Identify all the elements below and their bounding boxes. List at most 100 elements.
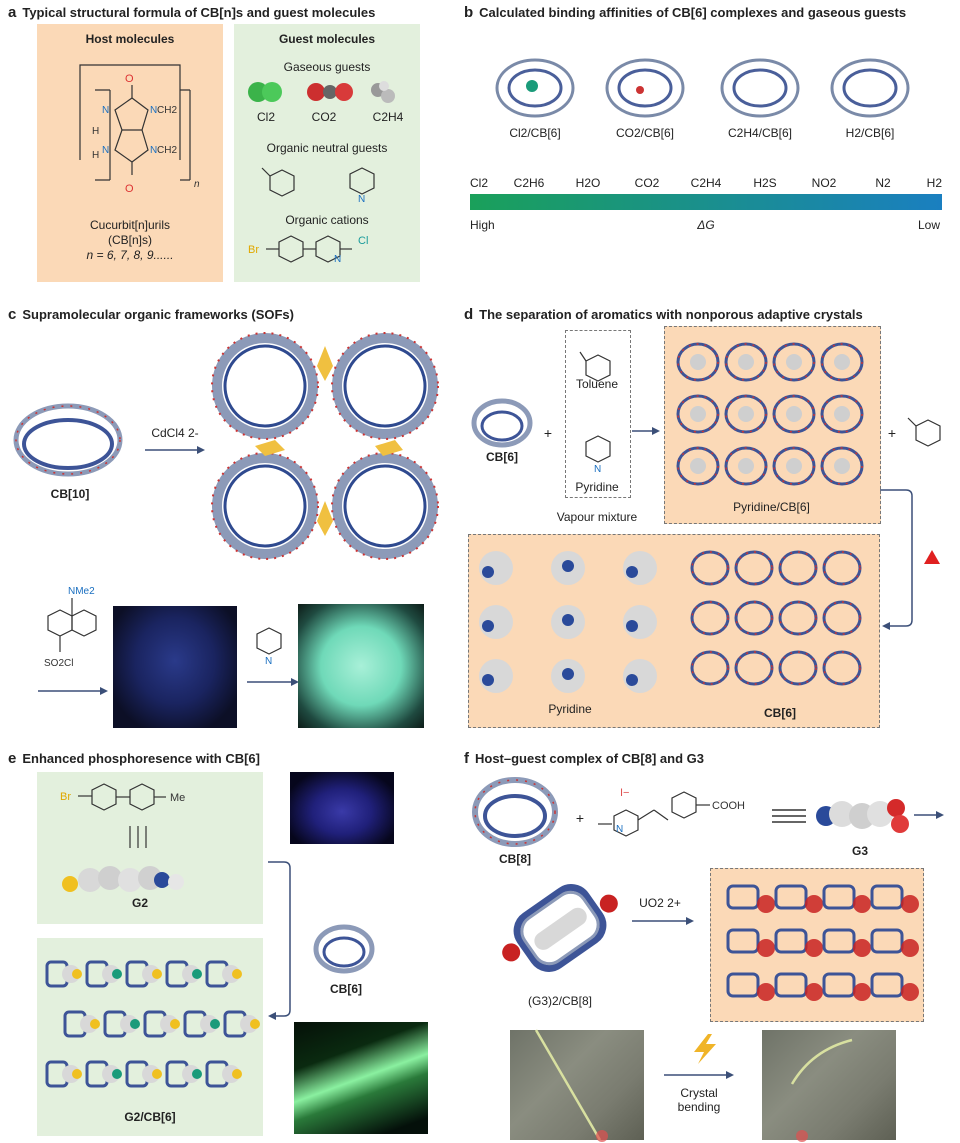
gradient-label: NO2 xyxy=(811,176,837,190)
toluene-label: Toluene xyxy=(575,377,619,391)
nitrogen-atom xyxy=(482,620,494,632)
uranyl-framework-model xyxy=(726,884,919,1001)
svg-text:N: N xyxy=(265,656,272,667)
h-atom-icon xyxy=(379,81,389,91)
pyridine-cb6-crystal-model xyxy=(676,342,864,486)
green-phosphorescence-photo xyxy=(294,1022,428,1134)
blue-phosphor-photo xyxy=(290,772,394,844)
complexation-arrow xyxy=(268,861,291,1020)
cb6-unit-oxygens xyxy=(779,651,817,685)
pyridine-ring-icon xyxy=(585,435,611,463)
host-name-line1: Cucurbit[n]urils xyxy=(89,218,171,232)
cb6-unit-oxygens xyxy=(735,651,773,685)
cb6-unit-oxygens xyxy=(691,551,729,585)
uranyl-cluster xyxy=(757,983,775,1001)
cb8-unit xyxy=(726,972,760,998)
cb6-unit-oxygens xyxy=(821,395,863,433)
g2-atom xyxy=(170,1019,180,1029)
bent-crystal-needle xyxy=(790,1038,853,1142)
g3-structure: I− N COOH xyxy=(598,787,745,837)
light-irradiation-icon xyxy=(694,1034,716,1064)
host-n-values: n = 6, 7, 8, 9...... xyxy=(86,248,174,262)
gradient-label: H2O xyxy=(575,176,601,190)
gas-label-co2: CO2 xyxy=(311,110,337,124)
pyridine-guest xyxy=(786,354,802,370)
cb6-unit-oxygens xyxy=(773,343,815,381)
reaction-arrow-icon xyxy=(38,687,108,695)
o-atom-icon xyxy=(307,83,325,101)
g2-atom xyxy=(232,1069,242,1079)
gradient-label: CO2 xyxy=(634,176,660,190)
cb8-unit xyxy=(726,884,760,910)
pyridine-guest xyxy=(738,354,754,370)
regeneration-arrow xyxy=(880,489,913,630)
cb8-unit xyxy=(774,884,808,910)
g3-cb8-label: (G3)2/CB[8] xyxy=(527,994,593,1008)
cb10-label: CB[10] xyxy=(50,487,90,501)
uranyl-cluster xyxy=(757,939,775,957)
cb6-unit-oxygens xyxy=(725,343,767,381)
cb6-unit-oxygens xyxy=(735,551,773,585)
uranyl-cluster xyxy=(901,983,919,1001)
cdcl4-reagent: CdCl4 2- xyxy=(151,426,199,440)
o-atom-icon xyxy=(335,83,353,101)
dansyl-chloride-structure: NMe2 SO2Cl xyxy=(44,586,97,669)
pyridine-addition-structure: N xyxy=(247,627,299,686)
g2-atom xyxy=(192,1069,202,1079)
svg-text:Br: Br xyxy=(248,244,259,256)
cb8-unit xyxy=(822,972,856,998)
cb6-unit-oxygens xyxy=(691,651,729,685)
svg-text:O: O xyxy=(125,183,134,195)
equivalence-sign-icon xyxy=(772,809,806,823)
svg-text:CH2: CH2 xyxy=(157,105,177,116)
svg-text:H: H xyxy=(92,126,99,137)
uranyl-cluster xyxy=(853,939,871,957)
svg-text:N: N xyxy=(150,145,157,156)
plus-sign: + xyxy=(575,810,585,826)
svg-text:Me: Me xyxy=(170,792,185,804)
nitrogen-atom xyxy=(626,620,638,632)
c2h4-cb6-model xyxy=(720,58,800,118)
pyridine-guest xyxy=(786,458,802,474)
cb6-unit-oxygens xyxy=(773,447,815,485)
h2-cb6-model xyxy=(830,58,910,118)
nitrogen-atom xyxy=(562,614,574,626)
host-molecules-box xyxy=(37,24,223,282)
plus-sign: + xyxy=(543,425,553,441)
gradient-label: C2H6 xyxy=(513,176,545,190)
cdcl4-cluster-icon xyxy=(317,346,333,381)
g2-atom xyxy=(72,969,82,979)
cb8-unit xyxy=(870,928,904,954)
g2-atom xyxy=(250,1019,260,1029)
g2-atom xyxy=(232,969,242,979)
cdcl4-cluster-icon xyxy=(375,440,403,456)
g2-label: G2 xyxy=(131,896,148,910)
svg-text:N: N xyxy=(616,824,623,835)
cb6-host-label: CB[6] xyxy=(486,450,518,464)
reaction-arrow-icon xyxy=(632,917,694,925)
cb6-model xyxy=(313,924,375,974)
cb-structural-formula: O O N N N N CH2 CH2 H H n xyxy=(79,64,200,195)
cdcl4-cluster-icon xyxy=(317,501,333,536)
pyridine-guest xyxy=(690,406,706,422)
g2-spacefill-model xyxy=(62,866,184,892)
reaction-arrow-icon xyxy=(664,1071,734,1079)
axis-label-high: High xyxy=(470,218,495,232)
g3-spacefill-model xyxy=(816,799,909,833)
gradient-label: Cl2 xyxy=(470,176,489,190)
plus-sign: + xyxy=(887,425,897,441)
pyridine-cb6-label: Pyridine/CB[6] xyxy=(733,500,810,514)
organic-neutral-heading: Organic neutral guests xyxy=(266,141,388,155)
complex-label-c2h4: C2H4/CB[6] xyxy=(727,126,793,140)
cb8-unit xyxy=(726,928,760,954)
nitrogen-atom xyxy=(626,674,638,686)
pyridine-guest xyxy=(738,406,754,422)
svg-text:n: n xyxy=(194,179,200,190)
crystal-after-photo xyxy=(762,1030,896,1142)
cb8-unit xyxy=(774,928,808,954)
